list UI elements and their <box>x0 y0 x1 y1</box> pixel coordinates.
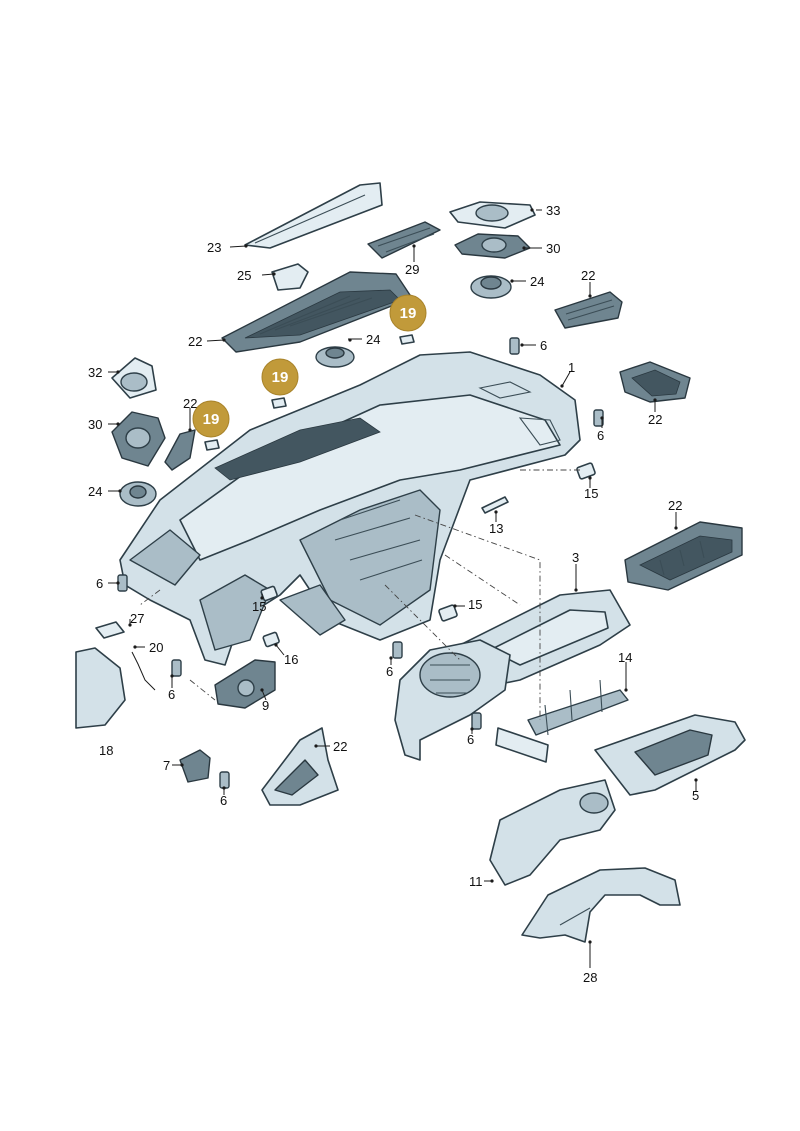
label-6-b: 6 <box>597 428 604 443</box>
part-13-pin <box>481 496 509 514</box>
part-23-trim-strip <box>244 182 383 249</box>
part-24-speaker-center <box>315 346 355 368</box>
part-22-center-vent-block <box>624 521 743 591</box>
part-33-speaker-cover <box>449 201 536 229</box>
part-16-clip <box>262 631 280 648</box>
part-14-bracket <box>495 679 629 763</box>
label-15-b: 15 <box>252 599 266 614</box>
part-6-screw-e <box>392 641 403 659</box>
label-9: 9 <box>262 698 269 713</box>
part-22-knee-vent <box>261 727 339 806</box>
callout-badge-19-b[interactable]: 19 <box>261 358 299 409</box>
part-25-cover <box>271 263 309 291</box>
part-20-bracket <box>131 651 156 691</box>
label-6-f: 6 <box>467 732 474 747</box>
label-24-center: 24 <box>366 332 380 347</box>
part-6-screw-a <box>509 337 520 355</box>
label-33: 33 <box>546 203 560 218</box>
part-24-speaker-right <box>470 275 512 299</box>
part-22-vent-right <box>619 361 691 403</box>
callout-badge-19-a[interactable]: 19 <box>389 294 427 345</box>
label-32: 32 <box>88 365 102 380</box>
part-30-speaker-grille-left <box>111 411 166 467</box>
label-15-a: 15 <box>584 486 598 501</box>
label-13: 13 <box>489 521 503 536</box>
label-18: 18 <box>99 743 113 758</box>
part-instrument-frame <box>394 639 511 761</box>
label-5: 5 <box>692 788 699 803</box>
label-22-top-right: 22 <box>581 268 595 283</box>
part-32-speaker-cover-left <box>111 357 157 399</box>
label-24-right: 24 <box>530 274 544 289</box>
part-24-speaker-left <box>119 481 157 507</box>
part-22-center-grille <box>221 271 413 353</box>
part-27-clip <box>95 621 125 639</box>
label-6-c: 6 <box>96 576 103 591</box>
part-22-vent-top-right <box>554 291 623 329</box>
label-6-a: 6 <box>540 338 547 353</box>
label-11: 11 <box>469 874 483 889</box>
label-14: 14 <box>618 650 632 665</box>
part-5-display-panel <box>594 714 746 796</box>
part-15-clip-c <box>438 604 458 622</box>
label-30-left: 30 <box>88 417 102 432</box>
part-18-side-cover <box>75 647 126 729</box>
assembly-lines <box>139 469 580 720</box>
label-1: 1 <box>568 360 575 375</box>
part-6-screw-g <box>219 771 230 789</box>
part-11-column-trim <box>489 779 616 886</box>
part-1-dashboard <box>119 351 581 666</box>
label-23: 23 <box>207 240 221 255</box>
label-30-right: 30 <box>546 241 560 256</box>
label-3: 3 <box>572 550 579 565</box>
part-labels: 23 25 22 29 33 30 24 22 24 6 1 22 6 32 2… <box>88 203 699 985</box>
leader-lines <box>108 208 698 968</box>
part-6-screw-f <box>471 712 482 730</box>
part-22-side-vent-left <box>164 429 196 471</box>
part-15-clip-a <box>576 462 596 480</box>
part-15-clip-b <box>260 585 278 602</box>
badge-19-b-text: 19 <box>272 369 289 386</box>
badge-19-a-text: 19 <box>400 305 417 322</box>
part-28-lower-shroud <box>521 867 681 943</box>
label-29: 29 <box>405 262 419 277</box>
label-16: 16 <box>284 652 298 667</box>
label-22-vent-right: 22 <box>648 412 662 427</box>
badge-19-c-text: 19 <box>203 411 220 428</box>
label-22-block: 22 <box>668 498 682 513</box>
label-20: 20 <box>149 640 163 655</box>
label-6-d: 6 <box>168 687 175 702</box>
label-22-side-left: 22 <box>183 396 197 411</box>
label-27: 27 <box>130 611 144 626</box>
label-24-left: 24 <box>88 484 102 499</box>
callout-badge-19-c[interactable]: 19 <box>192 400 230 451</box>
part-29-grille-pad <box>367 221 441 259</box>
label-22-knee: 22 <box>333 739 347 754</box>
label-7: 7 <box>163 758 170 773</box>
part-9-light-switch <box>214 659 276 709</box>
label-28: 28 <box>583 970 597 985</box>
label-22-grille: 22 <box>188 334 202 349</box>
part-30-speaker-grille-right <box>454 233 531 259</box>
label-25: 25 <box>237 268 251 283</box>
part-7-switch <box>179 749 211 783</box>
label-6-e: 6 <box>386 664 393 679</box>
label-15-c: 15 <box>468 597 482 612</box>
label-6-g: 6 <box>220 793 227 808</box>
part-6-screw-d <box>171 659 182 677</box>
